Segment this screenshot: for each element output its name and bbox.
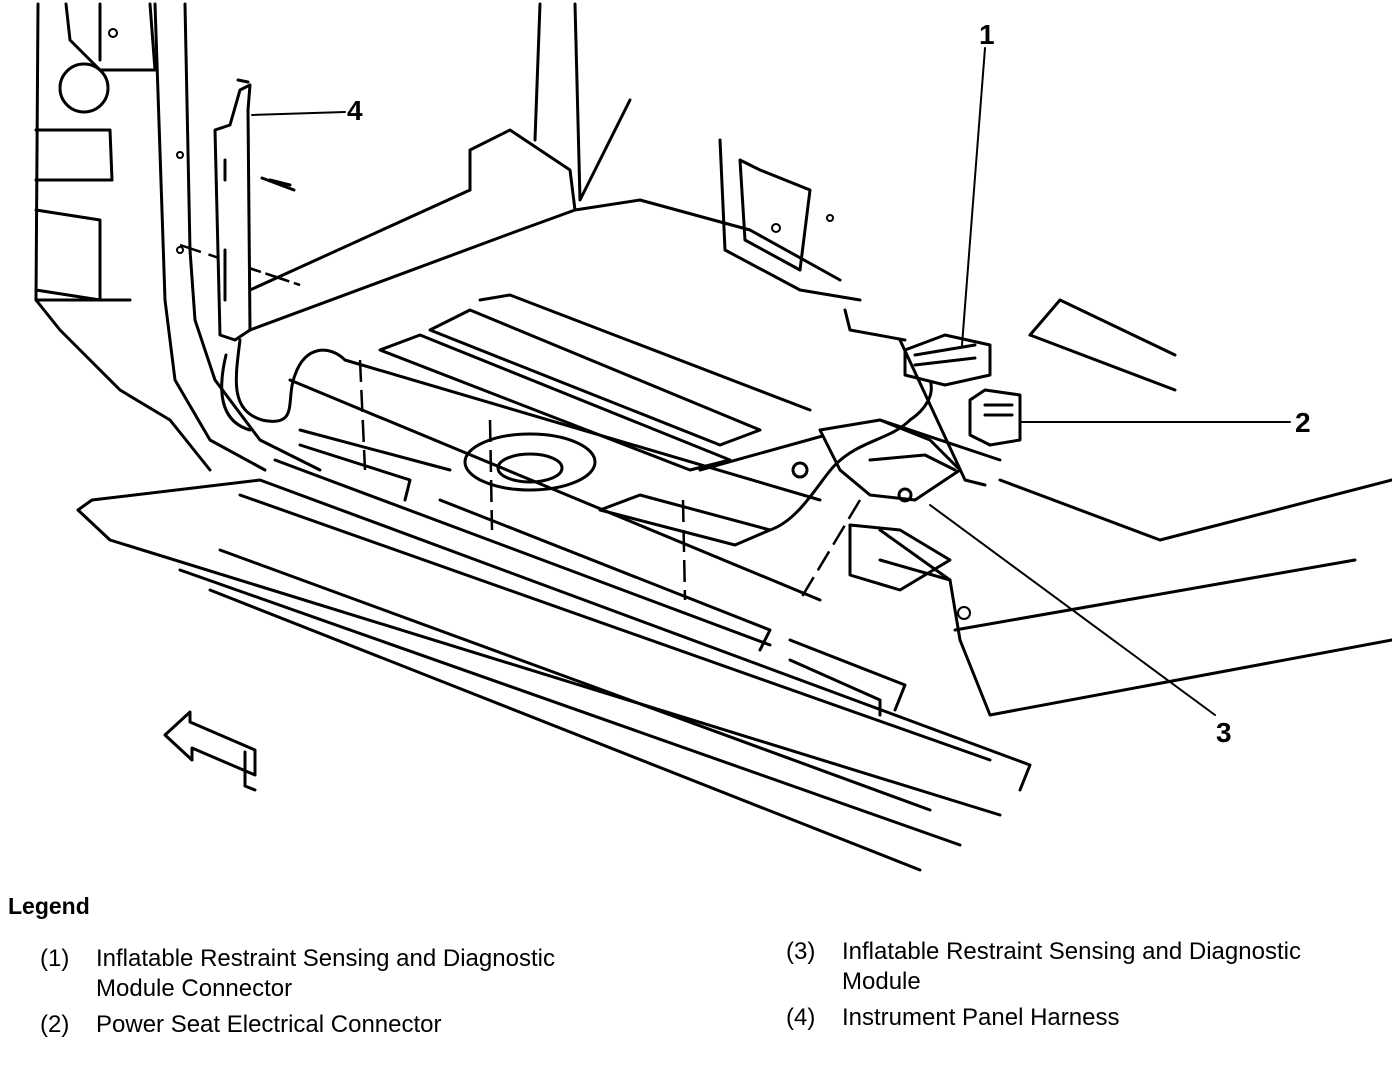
legend-item-3: (3) Inflatable Restraint Sensing and Dia… xyxy=(786,937,1386,997)
legend-item-number: (2) xyxy=(40,1011,70,1038)
legend-item-number: (4) xyxy=(786,1004,816,1031)
legend-item-2: (2) Power Seat Electrical Connector xyxy=(40,1010,660,1040)
legend-item-text: Inflatable Restraint Sensing and Diagnos… xyxy=(842,938,1301,995)
floor-harness-illustration: 1 2 3 4 xyxy=(34,2,1392,872)
forward-arrow-icon xyxy=(163,710,257,792)
callout-1: 1 xyxy=(979,19,995,50)
left-pillar xyxy=(34,2,322,472)
door-sill xyxy=(76,443,1032,872)
power-seat-connector xyxy=(968,388,1022,447)
legend-item-text: Instrument Panel Harness xyxy=(842,1004,1120,1031)
leader-lines xyxy=(251,47,1291,716)
legend-item-text: Power Seat Electrical Connector xyxy=(96,1011,442,1038)
sensing-diagnostic-module xyxy=(768,378,962,532)
legend-item-number: (1) xyxy=(40,945,70,972)
legend-item-text: Inflatable Restraint Sensing and Diagnos… xyxy=(96,945,555,1002)
instrument-panel-harness xyxy=(176,78,822,502)
legend-item-4: (4) Instrument Panel Harness xyxy=(786,1003,1386,1033)
callout-4: 4 xyxy=(347,95,363,126)
callout-2: 2 xyxy=(1295,407,1311,438)
legend-item-1: (1) Inflatable Restraint Sensing and Dia… xyxy=(40,944,660,1004)
legend-title: Legend xyxy=(8,893,90,919)
module-connector xyxy=(898,333,992,487)
floor-pan xyxy=(248,2,1392,717)
legend-item-number: (3) xyxy=(786,938,816,965)
callout-3: 3 xyxy=(1216,717,1232,748)
